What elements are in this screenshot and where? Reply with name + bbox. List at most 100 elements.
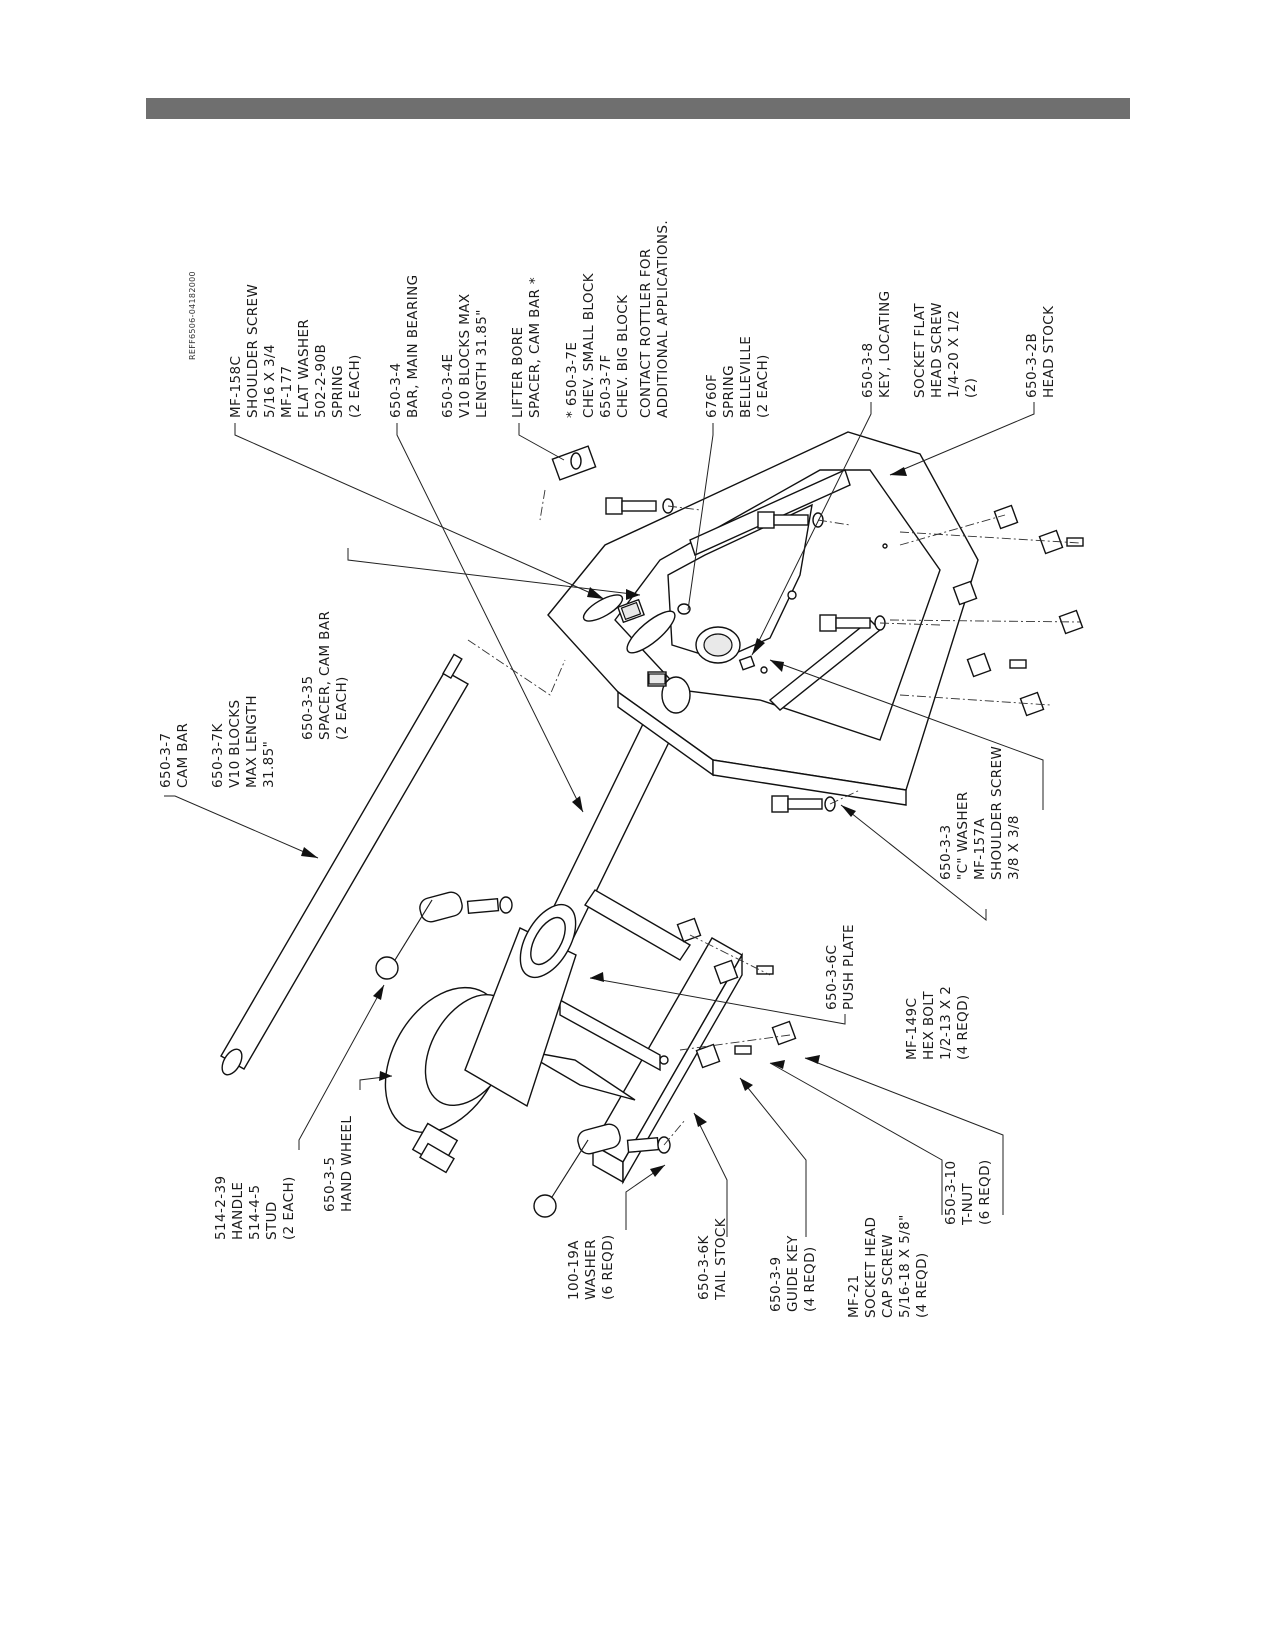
svg-text:100-19A: 100-19A <box>566 1240 582 1300</box>
callout-shoulder-screw: MF-158C SHOULDER SCREW 5/16 X 3/4 MF-177… <box>228 284 363 418</box>
callout-cam-bar: 650-3-7 CAM BAR <box>158 723 191 788</box>
svg-text:3/8 X 3/8: 3/8 X 3/8 <box>1006 815 1022 880</box>
handle-lower <box>533 1123 671 1218</box>
svg-text:HEAD STOCK: HEAD STOCK <box>1041 305 1057 398</box>
svg-text:5/16-18 X 5/8": 5/16-18 X 5/8" <box>897 1214 913 1318</box>
svg-text:5/16 X 3/4: 5/16 X 3/4 <box>262 344 278 418</box>
callout-locating-key: 650-3-8 KEY, LOCATING <box>860 291 893 398</box>
svg-text:650-3-7F: 650-3-7F <box>598 354 614 418</box>
svg-text:SPACER, CAM BAR: SPACER, CAM BAR <box>317 611 333 740</box>
callout-handle-stud: 514-2-39 HANDLE 514-4-5 STUD (2 EACH) <box>213 1176 297 1240</box>
callout-guide-key: 650-3-9 GUIDE KEY (4 REQD) <box>768 1235 818 1312</box>
svg-text:V10 BLOCKS: V10 BLOCKS <box>227 700 243 788</box>
hex-bolt-lower <box>819 614 886 632</box>
svg-text:SPRING: SPRING <box>721 365 737 418</box>
callout-main-bearing-bar: 650-3-4 BAR, MAIN BEARING <box>388 275 421 418</box>
svg-text:MAX LENGTH: MAX LENGTH <box>244 695 260 788</box>
svg-text:CONTACT ROTTLER FOR: CONTACT ROTTLER FOR <box>638 248 654 418</box>
svg-text:6760F: 6760F <box>704 374 720 418</box>
svg-text:PUSH PLATE: PUSH PLATE <box>841 924 857 1010</box>
svg-text:STUD: STUD <box>264 1201 280 1240</box>
svg-text:MF-157A: MF-157A <box>972 818 988 880</box>
svg-text:MF-177: MF-177 <box>279 366 295 418</box>
svg-text:(4 REQD): (4 REQD) <box>914 1252 930 1318</box>
svg-text:650-3-6K: 650-3-6K <box>696 1235 712 1300</box>
svg-text:SOCKET HEAD: SOCKET HEAD <box>863 1217 879 1318</box>
svg-text:SPRING: SPRING <box>330 365 346 418</box>
assembly-centerlines <box>467 489 1081 1146</box>
svg-text:MF-21: MF-21 <box>846 1275 862 1318</box>
svg-text:(4 REQD): (4 REQD) <box>955 994 971 1060</box>
head-stock <box>547 431 979 806</box>
handle-upper <box>375 891 513 980</box>
svg-text:650-3-5: 650-3-5 <box>322 1157 338 1213</box>
svg-text:WASHER: WASHER <box>583 1239 599 1300</box>
header-bar <box>146 98 1130 119</box>
svg-text:650-3-7K: 650-3-7K <box>210 723 226 788</box>
callout-lifter-bore: LIFTER BORE SPACER, CAM BAR * <box>510 277 543 418</box>
callout-socket-flat-head: SOCKET FLAT HEAD SCREW 1/4-20 X 1/2 (2) <box>912 302 979 398</box>
svg-text:(2): (2) <box>963 378 979 398</box>
svg-text:HAND WHEEL: HAND WHEEL <box>339 1116 355 1212</box>
callout-c-washer: 650-3-3 "C" WASHER MF-157A SHOULDER SCRE… <box>938 746 1022 880</box>
svg-text:V10 BLOCKS MAX: V10 BLOCKS MAX <box>457 293 473 418</box>
svg-text:ADDITIONAL APPLICATIONS.: ADDITIONAL APPLICATIONS. <box>655 220 671 418</box>
shoulder-screw-bottom <box>771 795 836 813</box>
svg-text:650-3-8: 650-3-8 <box>860 343 876 399</box>
svg-text:KEY, LOCATING: KEY, LOCATING <box>877 291 893 398</box>
callout-push-plate: 650-3-6C PUSH PLATE <box>824 924 857 1010</box>
svg-text:514-2-39: 514-2-39 <box>213 1176 229 1240</box>
svg-text:GUIDE KEY: GUIDE KEY <box>785 1235 801 1312</box>
callout-tail-stock: 650-3-6K TAIL STOCK <box>696 1217 729 1301</box>
leader-lines <box>164 402 1044 1237</box>
callout-belleville-spring: 6760F SPRING BELLEVILLE (2 EACH) <box>704 336 771 418</box>
svg-text:650-3-2B: 650-3-2B <box>1024 333 1040 398</box>
reference-number: REFF6506-04182000 <box>188 271 197 360</box>
t-nuts-headstock <box>952 504 1084 717</box>
svg-text:CHEV. BIG BLOCK: CHEV. BIG BLOCK <box>615 294 631 418</box>
svg-text:SHOULDER SCREW: SHOULDER SCREW <box>989 746 1005 880</box>
svg-text:650-3-6C: 650-3-6C <box>824 945 840 1010</box>
hex-bolt-mid <box>757 511 824 529</box>
svg-text:LIFTER BORE: LIFTER BORE <box>510 327 526 418</box>
hand-wheel <box>384 903 577 1174</box>
svg-text:502-2-90B: 502-2-90B <box>313 344 329 418</box>
svg-text:HEX BOLT: HEX BOLT <box>921 991 937 1060</box>
cam-bar <box>220 653 469 1076</box>
svg-text:650-3-3: 650-3-3 <box>938 825 954 881</box>
svg-text:HEAD SCREW: HEAD SCREW <box>929 302 945 398</box>
callout-t-nut: 650-3-10 T-NUT (6 REQD) <box>943 1159 993 1226</box>
svg-text:650-3-10: 650-3-10 <box>943 1161 959 1225</box>
callout-head-stock: 650-3-2B HEAD STOCK <box>1024 305 1057 398</box>
svg-text:BAR, MAIN BEARING: BAR, MAIN BEARING <box>405 275 421 418</box>
svg-text:31.85": 31.85" <box>261 741 277 788</box>
svg-text:514-4-5: 514-4-5 <box>247 1185 263 1241</box>
svg-text:1/2-13 X 2: 1/2-13 X 2 <box>938 986 954 1060</box>
svg-text:CAM BAR: CAM BAR <box>175 723 191 788</box>
svg-text:650-3-4: 650-3-4 <box>388 363 404 419</box>
callout-v10-blocks-cam: 650-3-7K V10 BLOCKS MAX LENGTH 31.85" <box>210 695 277 788</box>
svg-text:CAP SCREW: CAP SCREW <box>880 1234 896 1318</box>
t-nuts-tailstock <box>676 917 797 1069</box>
svg-text:(4 REQD): (4 REQD) <box>802 1246 818 1312</box>
lifter-bore-spacer <box>551 445 597 481</box>
svg-text:TAIL STOCK: TAIL STOCK <box>713 1217 729 1301</box>
svg-text:"C" WASHER: "C" WASHER <box>955 791 971 880</box>
svg-text:BELLEVILLE: BELLEVILLE <box>738 336 754 418</box>
svg-text:1/4-20 X 1/2: 1/4-20 X 1/2 <box>946 310 962 398</box>
callout-v10-blocks-bearing: 650-3-4E V10 BLOCKS MAX LENGTH 31.85" <box>440 293 490 418</box>
svg-text:SOCKET FLAT: SOCKET FLAT <box>912 303 928 398</box>
callout-spacer-cam-bar: 650-3-35 SPACER, CAM BAR (2 EACH) <box>300 611 350 740</box>
callout-chev-blocks: * 650-3-7E CHEV. SMALL BLOCK 650-3-7F CH… <box>564 272 631 418</box>
callout-washer: 100-19A WASHER (6 REQD) <box>566 1234 616 1300</box>
svg-text:650-3-7: 650-3-7 <box>158 733 174 789</box>
svg-text:(2 EACH): (2 EACH) <box>755 354 771 418</box>
svg-text:CHEV. SMALL BLOCK: CHEV. SMALL BLOCK <box>581 272 597 418</box>
svg-text:(2 EACH): (2 EACH) <box>281 1176 297 1240</box>
svg-text:HANDLE: HANDLE <box>230 1182 246 1240</box>
svg-text:(6 REQD): (6 REQD) <box>977 1159 993 1225</box>
svg-text:T-NUT: T-NUT <box>960 1183 976 1226</box>
svg-text:FLAT WASHER: FLAT WASHER <box>296 319 312 418</box>
hex-bolt-top <box>605 497 674 515</box>
